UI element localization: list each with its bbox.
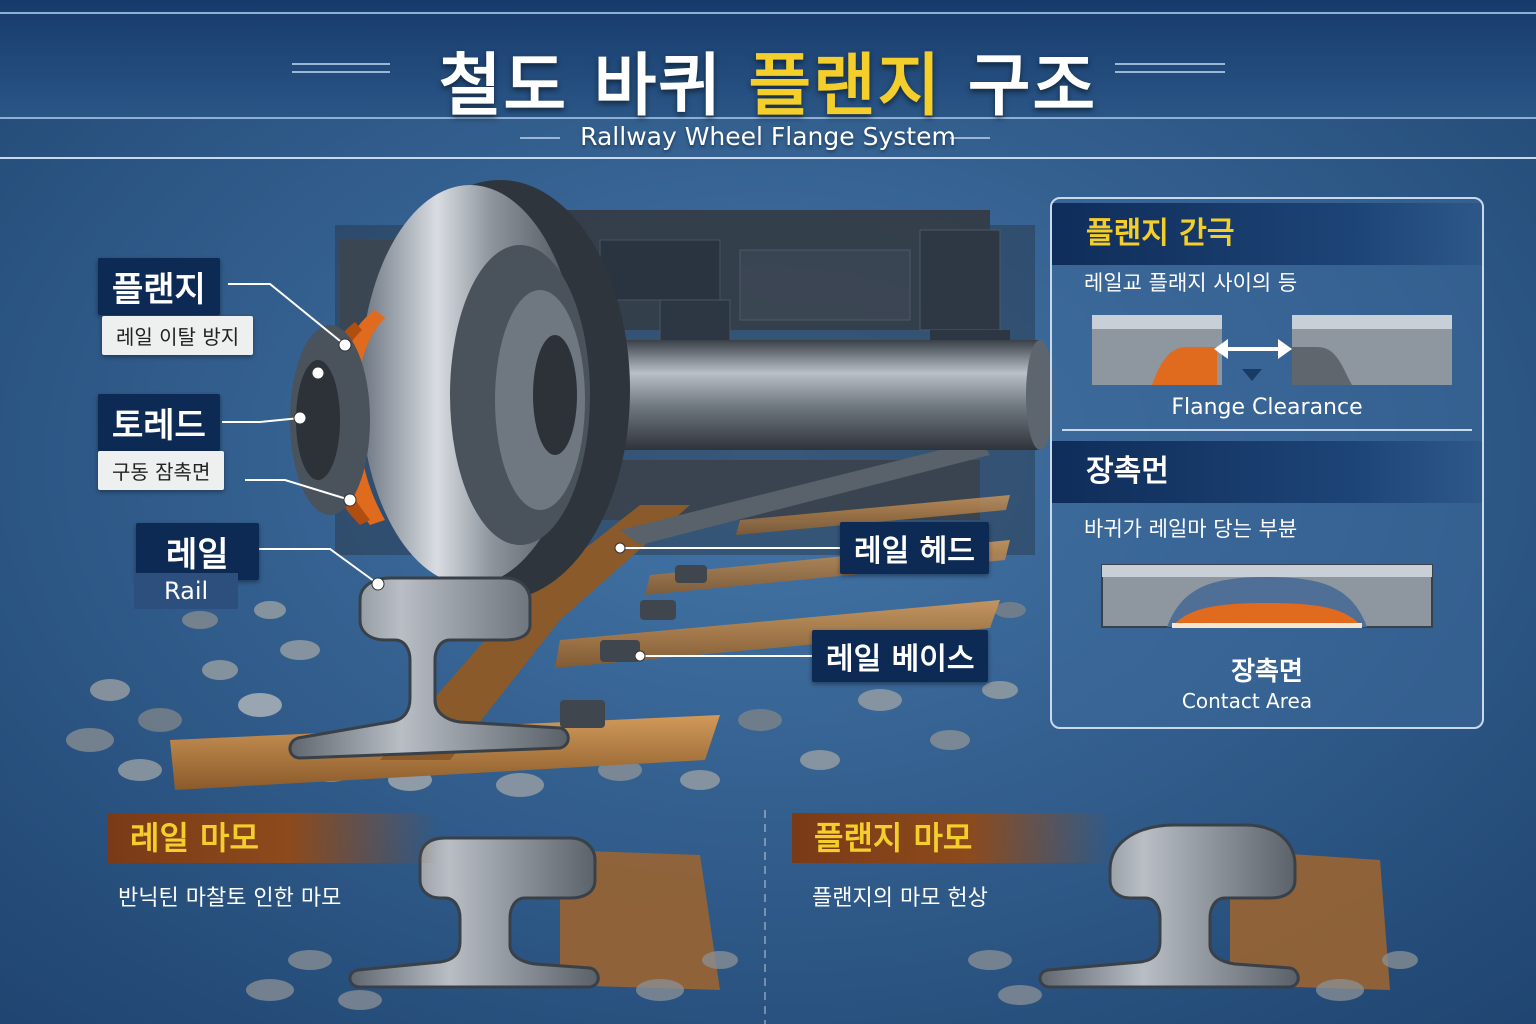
page-title: 철도 바퀴 플랜지 구조 (0, 30, 1536, 129)
page-subtitle: Rallway Wheel Flange System (580, 122, 956, 151)
title-part1: 철도 바퀴 (438, 47, 749, 126)
flange-wear-title: 플랜지 마모 (792, 813, 1112, 863)
clearance-description: 레일교 플래지 사이의 등 (1084, 271, 1298, 295)
rail-base-label: 레일 베이스 (812, 630, 989, 682)
tread-sub-label: 구동 잠촉면 (98, 451, 225, 490)
rail-head-label: 레일 헤드 (840, 522, 989, 574)
flange-wear-description: 플랜지의 마모 헌상 (812, 886, 988, 911)
clearance-caption: Flange Clearance (1171, 395, 1363, 420)
flange-label: 플랜지 (98, 258, 220, 315)
contact-diagram (1101, 564, 1433, 628)
title-highlight: 플랜지 (748, 47, 943, 126)
flange-sub-label: 레일 이탈 방지 (102, 316, 254, 355)
tread-label: 토레드 (98, 394, 220, 451)
info-panel: 플랜지 간극 레일교 플래지 사이의 등 Flange Clearance 장촉… (1050, 197, 1484, 729)
rail-sub-label: Rail (134, 573, 239, 609)
contact-caption-ko: 장촉면 (1231, 657, 1303, 687)
contact-title: 장촉먼 (1052, 441, 1482, 503)
contact-description: 바귀가 레일마 당는 부뷴 (1084, 517, 1298, 541)
rail-wear-description: 반닉틴 마찰토 인한 마모 (118, 886, 342, 911)
clearance-title: 플랜지 간극 (1052, 203, 1482, 265)
rail-label: 레일 (136, 523, 259, 580)
clearance-diagram (1092, 315, 1452, 385)
contact-caption-en: Contact Area (1181, 689, 1313, 713)
rail-wear-title: 레일 마모 (108, 813, 438, 863)
title-part2: 구조 (942, 47, 1098, 126)
panel-divider (1062, 429, 1472, 431)
